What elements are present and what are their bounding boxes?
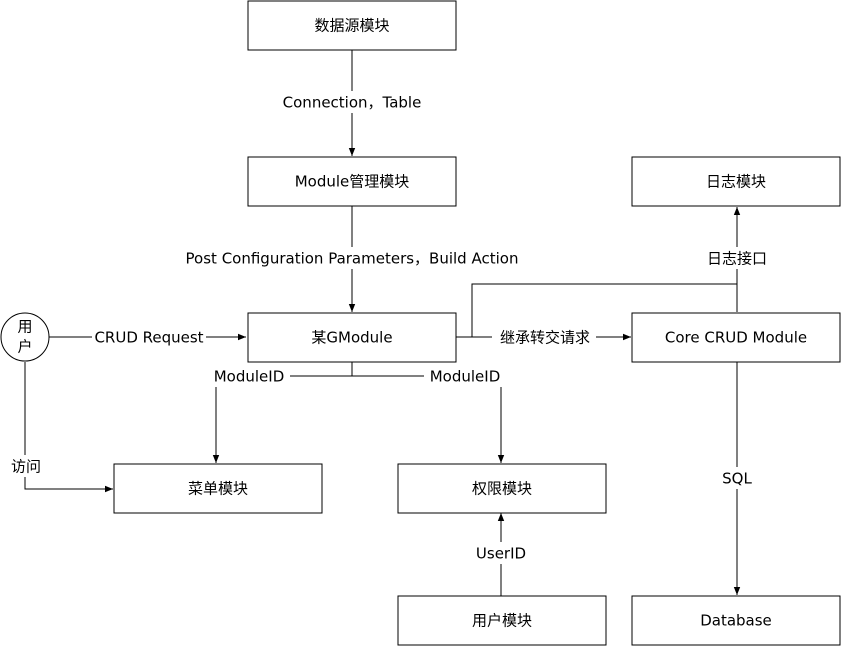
- module-manager-label: Module管理模块: [295, 173, 410, 191]
- database-label: Database: [700, 612, 772, 630]
- g-module-box: [247, 312, 457, 363]
- module-id-right-label: ModuleID: [430, 368, 501, 386]
- inherit-forward-label: 继承转交请求: [500, 329, 590, 347]
- access-label: 访问: [11, 458, 41, 476]
- crud-request-label-bg: [92, 326, 206, 348]
- datasource-module-box: [247, 0, 457, 51]
- module-id-left-label: ModuleID: [214, 368, 285, 386]
- user-module-box: [397, 595, 607, 646]
- user-actor-circle: [0, 312, 50, 362]
- log-interface-label-bg: [700, 247, 774, 269]
- module-id-left-label-bg: [208, 365, 290, 387]
- module-id-right-label-bg: [424, 365, 506, 387]
- access-label-bg: [8, 455, 46, 477]
- connection-table-label: Connection，Table: [283, 94, 422, 112]
- permission-module-box: [397, 463, 607, 514]
- permission-module-label: 权限模块: [472, 480, 532, 498]
- log-interface-label: 日志接口: [707, 250, 767, 268]
- menu-module-label: 菜单模块: [188, 480, 248, 498]
- connection-table-label-bg: [276, 91, 428, 113]
- user-id-label-bg: [470, 542, 532, 564]
- edge-g-module-to-log-line: [456, 283, 737, 338]
- core-crud-module-box: [631, 312, 841, 363]
- user-actor-label-top: 用: [17, 318, 32, 336]
- core-crud-module-label: Core CRUD Module: [665, 329, 807, 347]
- log-module-label: 日志模块: [706, 173, 766, 191]
- sql-label: SQL: [722, 470, 752, 488]
- log-module-box: [631, 156, 841, 207]
- edge-user-to-menu: [24, 362, 113, 493]
- database-box: [631, 595, 841, 646]
- crud-request-label: CRUD Request: [94, 329, 203, 347]
- module-manager-box: [247, 156, 457, 207]
- inherit-forward-label-bg: [492, 326, 596, 348]
- menu-module-box: [113, 463, 323, 514]
- post-config-label: Post Configuration Parameters，Build Acti…: [186, 250, 519, 268]
- user-module-label: 用户模块: [472, 612, 532, 630]
- datasource-module-label: 数据源模块: [314, 17, 389, 35]
- post-config-label-bg: [176, 247, 530, 269]
- user-id-label: UserID: [476, 545, 526, 563]
- user-actor-label-bottom: 户: [17, 338, 32, 356]
- g-module-label: 某GModule: [311, 329, 392, 347]
- sql-label-bg: [718, 467, 756, 489]
